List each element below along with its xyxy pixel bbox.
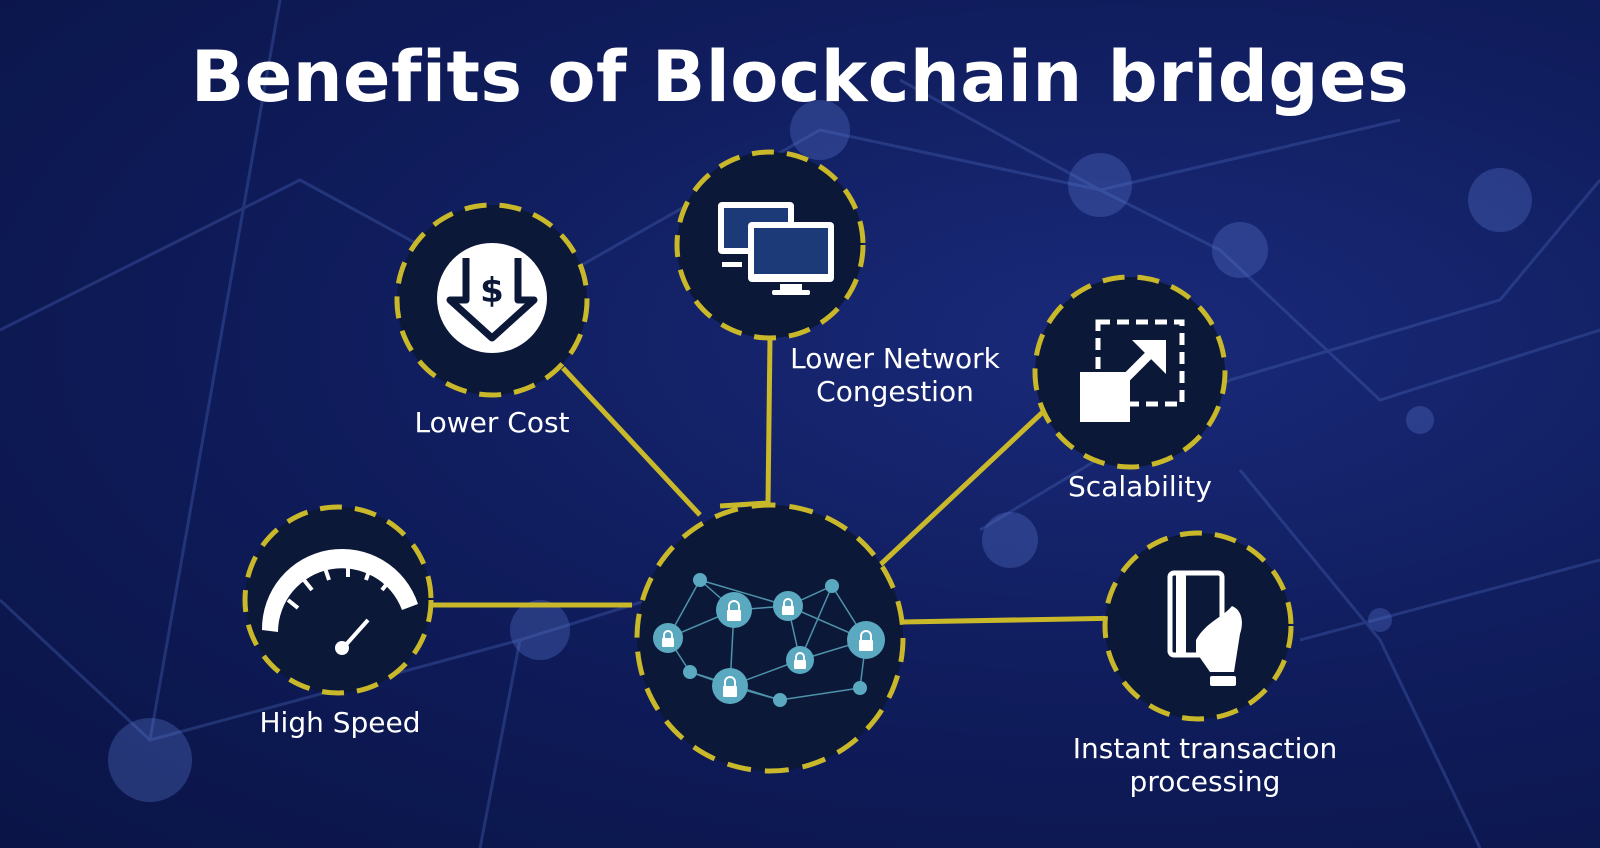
label-lower-network-congestion: Lower Network Congestion xyxy=(770,342,1020,408)
page-title: Benefits of Blockchain bridges xyxy=(190,36,1410,118)
connector-lower-network-congestion xyxy=(719,337,773,509)
card-payment-icon xyxy=(1167,570,1242,686)
svg-text:$: $ xyxy=(480,271,504,311)
node-lower-cost: $ xyxy=(394,202,590,398)
node-instant-transaction-processing xyxy=(1102,530,1294,722)
connector-lower-cost xyxy=(561,366,702,517)
label-line: Scalability xyxy=(1068,470,1212,503)
background-people xyxy=(108,100,1532,802)
hub-node xyxy=(634,502,906,774)
speedometer-icon xyxy=(261,548,418,655)
label-high-speed: High Speed xyxy=(240,706,440,739)
node-scalability xyxy=(1032,274,1228,470)
node-high-speed xyxy=(242,504,434,696)
connector-scalability xyxy=(878,408,1047,567)
expand-arrow-icon xyxy=(1080,319,1185,422)
label-line: High Speed xyxy=(259,706,421,739)
label-lower-cost: Lower Cost xyxy=(392,406,592,439)
label-line: Lower Cost xyxy=(414,406,570,439)
label-line: Instant transaction xyxy=(1072,732,1338,765)
dollar-down-arrow-icon: $ xyxy=(437,243,547,353)
label-line: Lower Network xyxy=(790,342,1000,375)
label-scalability: Scalability xyxy=(1050,470,1230,503)
label-line: processing xyxy=(1129,765,1281,798)
label-instant-transaction-processing: Instant transaction processing xyxy=(1060,732,1350,798)
computer-monitors-icon xyxy=(718,202,834,295)
blockchain-network-icon xyxy=(653,573,885,707)
label-line: Congestion xyxy=(816,375,974,408)
node-lower-network-congestion xyxy=(674,149,866,341)
connector-instant-transaction xyxy=(901,615,1128,640)
